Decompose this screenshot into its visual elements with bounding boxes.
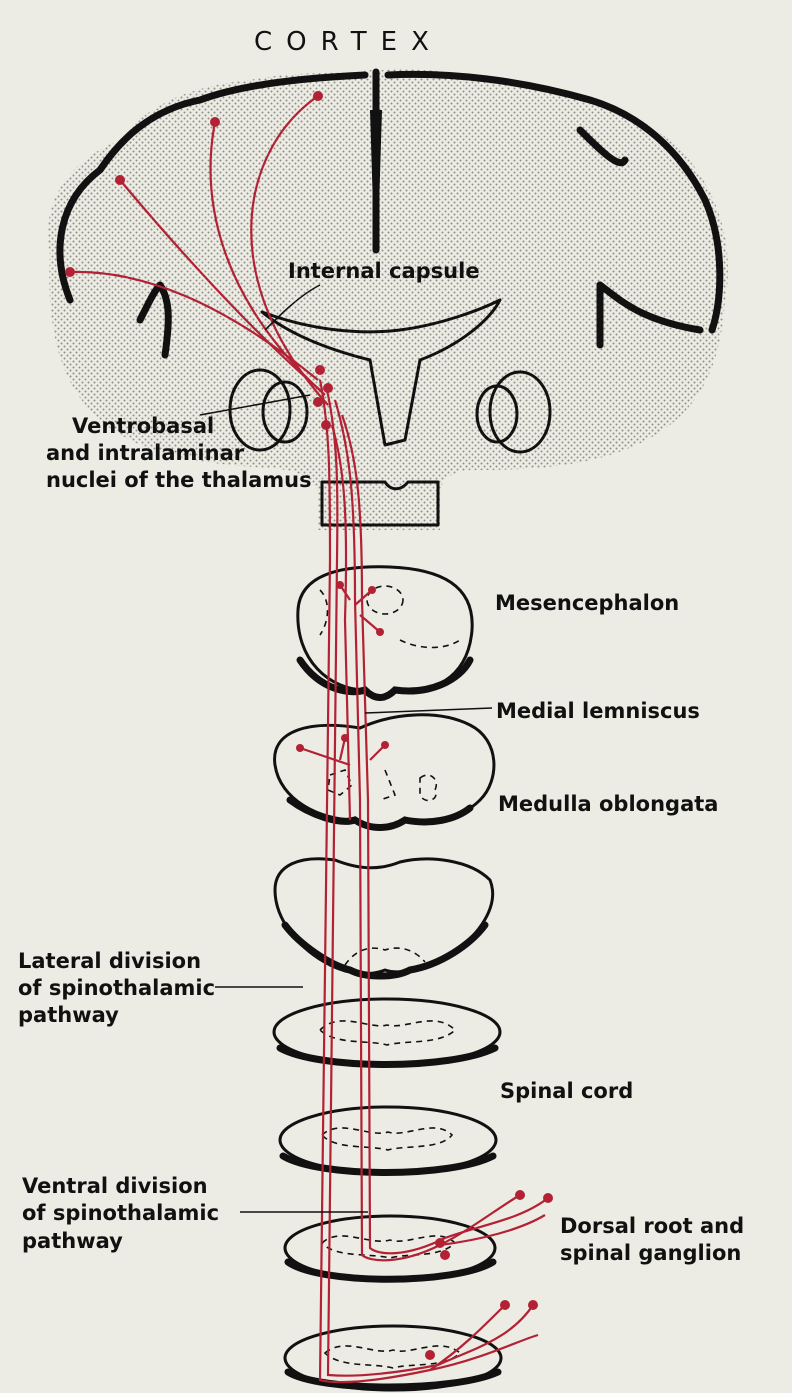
thalamus-label-line-2: and intralaminar <box>46 441 245 465</box>
spinal-section-1 <box>274 999 500 1065</box>
medulla-label: Medulla oblongata <box>498 792 718 816</box>
mesencephalon-label: Mesencephalon <box>495 591 679 615</box>
medial-lemniscus-label: Medial lemniscus <box>496 699 700 723</box>
thalamus-label-line-1: Ventrobasal <box>72 414 214 438</box>
mesencephalon-section <box>298 567 472 698</box>
dorsal-root-label-line-1: Dorsal root and <box>560 1214 744 1238</box>
spinal-section-4 <box>285 1326 501 1390</box>
lateral-division-label-line-1: Lateral division <box>18 949 201 973</box>
lateral-division-label-line-2: of spinothalamic <box>18 976 215 1000</box>
internal-capsule-label: Internal capsule <box>288 259 480 283</box>
ventral-division-label-line-1: Ventral division <box>22 1174 208 1198</box>
spinal-section-2 <box>280 1107 496 1173</box>
spinal-section-3 <box>285 1216 495 1280</box>
ventral-division-label-line-3: pathway <box>22 1229 123 1253</box>
ventral-division-label-line-2: of spinothalamic <box>22 1201 219 1225</box>
cortex-title: CORTEX <box>254 27 443 57</box>
caudal-medulla-section <box>275 859 493 976</box>
spinal-cord-label: Spinal cord <box>500 1079 633 1103</box>
medulla-section <box>275 715 494 828</box>
lateral-division-label-line-3: pathway <box>18 1003 119 1027</box>
thalamus-label-line-3: nuclei of the thalamus <box>46 468 312 492</box>
dorsal-root-label-line-2: spinal ganglion <box>560 1241 741 1265</box>
